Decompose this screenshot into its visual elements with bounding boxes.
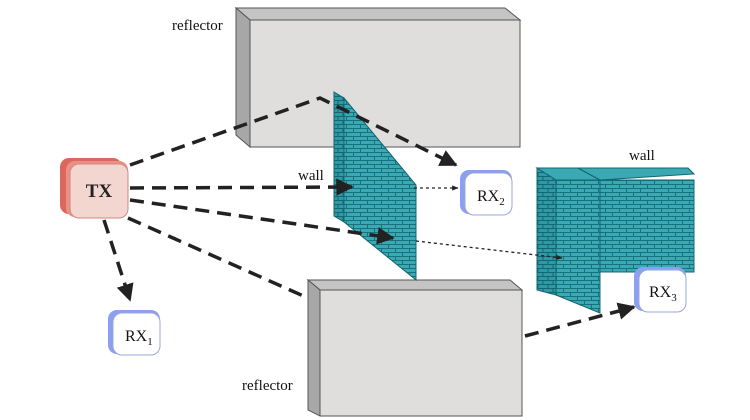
wall-center-label: wall	[298, 168, 324, 184]
path-reflect-bottom-rx3	[524, 302, 636, 338]
tx-label: TX	[86, 181, 113, 202]
path-direct-wall	[129, 178, 354, 196]
wall-right	[535, 167, 696, 314]
reflector-top-label: reflector	[172, 18, 223, 34]
path-tx-reflector-bottom	[127, 216, 309, 300]
rx1-label: RX1	[125, 328, 153, 348]
wall-right-label: wall	[629, 148, 655, 164]
reflector-top	[234, 6, 522, 149]
rx3-label: RX3	[649, 284, 677, 304]
rx1-node: RX1	[108, 310, 161, 356]
path-tx-rx1	[102, 219, 134, 302]
path-tx-wall-low	[129, 198, 395, 245]
tx-node: TX	[60, 158, 129, 219]
reflector-bottom-label: reflector	[242, 378, 293, 394]
rx3-node: RX3	[634, 267, 687, 313]
path-penetration-rx3	[415, 240, 563, 260]
reflector-bottom	[306, 278, 524, 417]
propagation-paths	[102, 96, 636, 338]
rx2-node: RX2	[460, 170, 513, 216]
rx2-label: RX2	[477, 188, 505, 208]
path-reflect-top	[129, 96, 458, 167]
